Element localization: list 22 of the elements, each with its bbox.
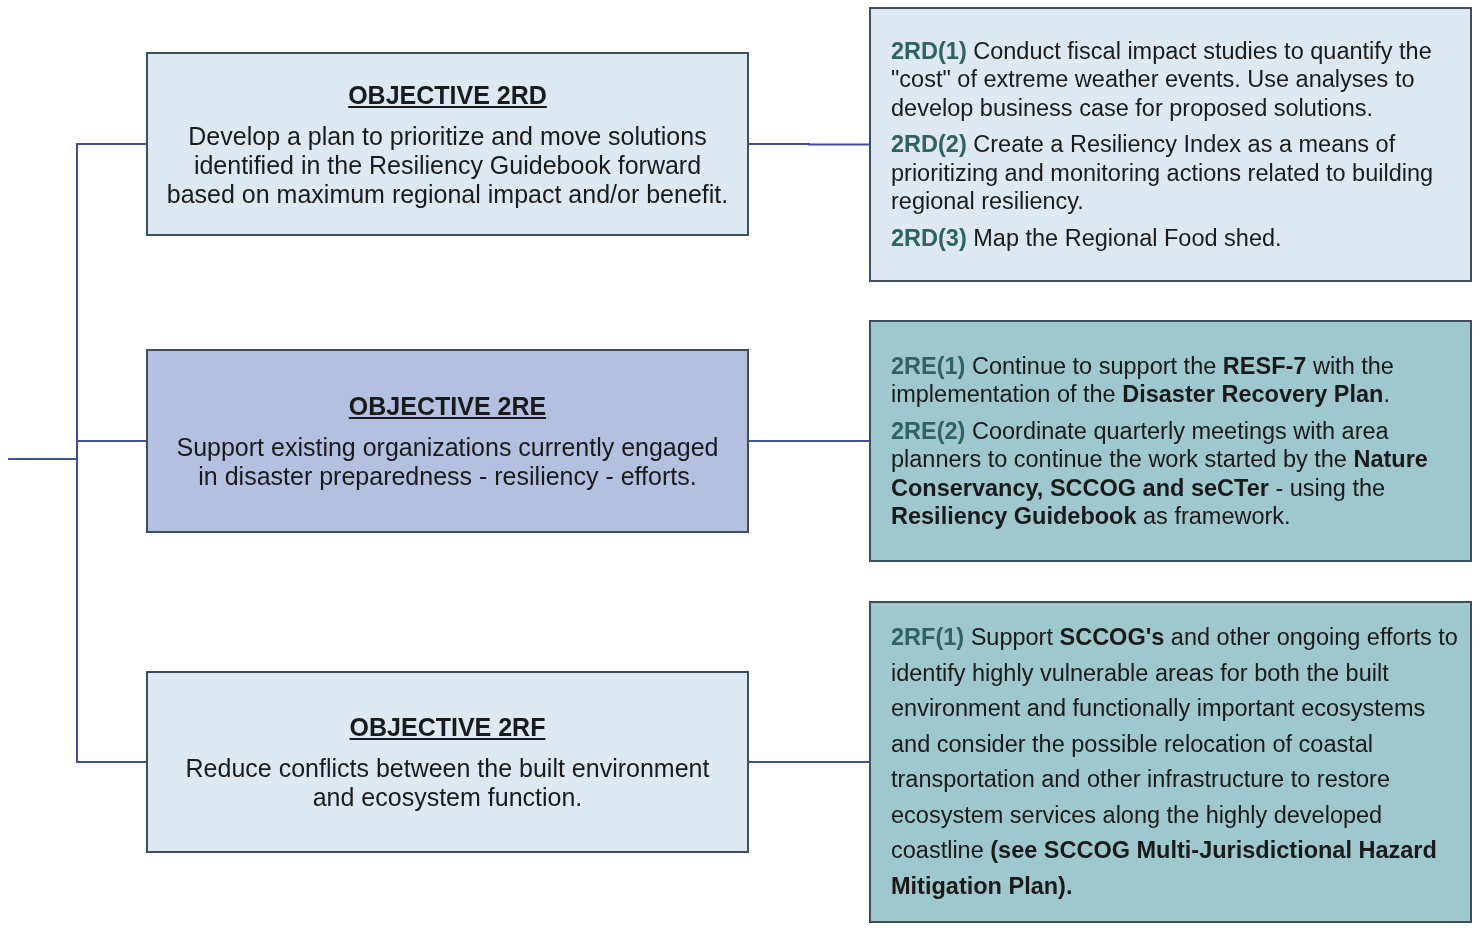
action-item: 2RD(2) Create a Resiliency Index as a means of prioritizing and monitoring actions related to building regional resiliency. [891,130,1435,216]
objective-box [146,671,749,853]
connector-line [748,143,870,146]
action-item: 2RD(1) Conduct fiscal impact studies to quantify the "cost" of extreme weather events. Use analyses to develop business case for proposed solutions. [891,36,1433,123]
objective-heading: OBJECTIVE 2RD [348,79,547,110]
action-item: 2RD(3) Map the Regional Food shed. [891,223,1283,253]
objective-box [146,52,749,236]
connector-line [748,761,870,763]
objective-heading: OBJECTIVE 2RF [349,712,546,742]
objective-heading: OBJECTIVE 2RE [348,391,547,421]
action-item: 2RE(2) Coordinate quarterly meetings with area planners to continue the work started by the Nature Conservancy, SCCOG and seCTer - using the Resiliency Guidebook as framework. [891,416,1429,531]
action-item: 2RE(1) Continue to support the RESF-7 with the implementation of the Disaster Recovery Plan. [891,351,1395,409]
connector-line [748,440,870,442]
action-box [869,7,1472,282]
action-box [869,320,1472,562]
action-item: 2RF(1) Support SCCOG's and other ongoing efforts to identify highly vulnerable areas for both the built environment and functionally important ecosystems and consider the possible relocation of coastal transportation and other infrastructure to restore ecosystem services along the highly developed coastline (see SCCOG Multi-Jurisdictional Hazard Mitigation Plan). [891,623,1459,901]
connector-line [7,458,147,763]
objective-description: Support existing organizations currently engaged in disaster preparedness - resiliency - efforts. [175,433,720,491]
objective-box [146,349,749,533]
objective-description: Develop a plan to prioritize and move solutions identified in the Resiliency Guidebook forward based on maximum regional impact and/or benefit. [165,121,730,209]
action-box [869,601,1472,923]
objective-description: Reduce conflicts between the built environment and ecosystem function. [184,754,711,812]
